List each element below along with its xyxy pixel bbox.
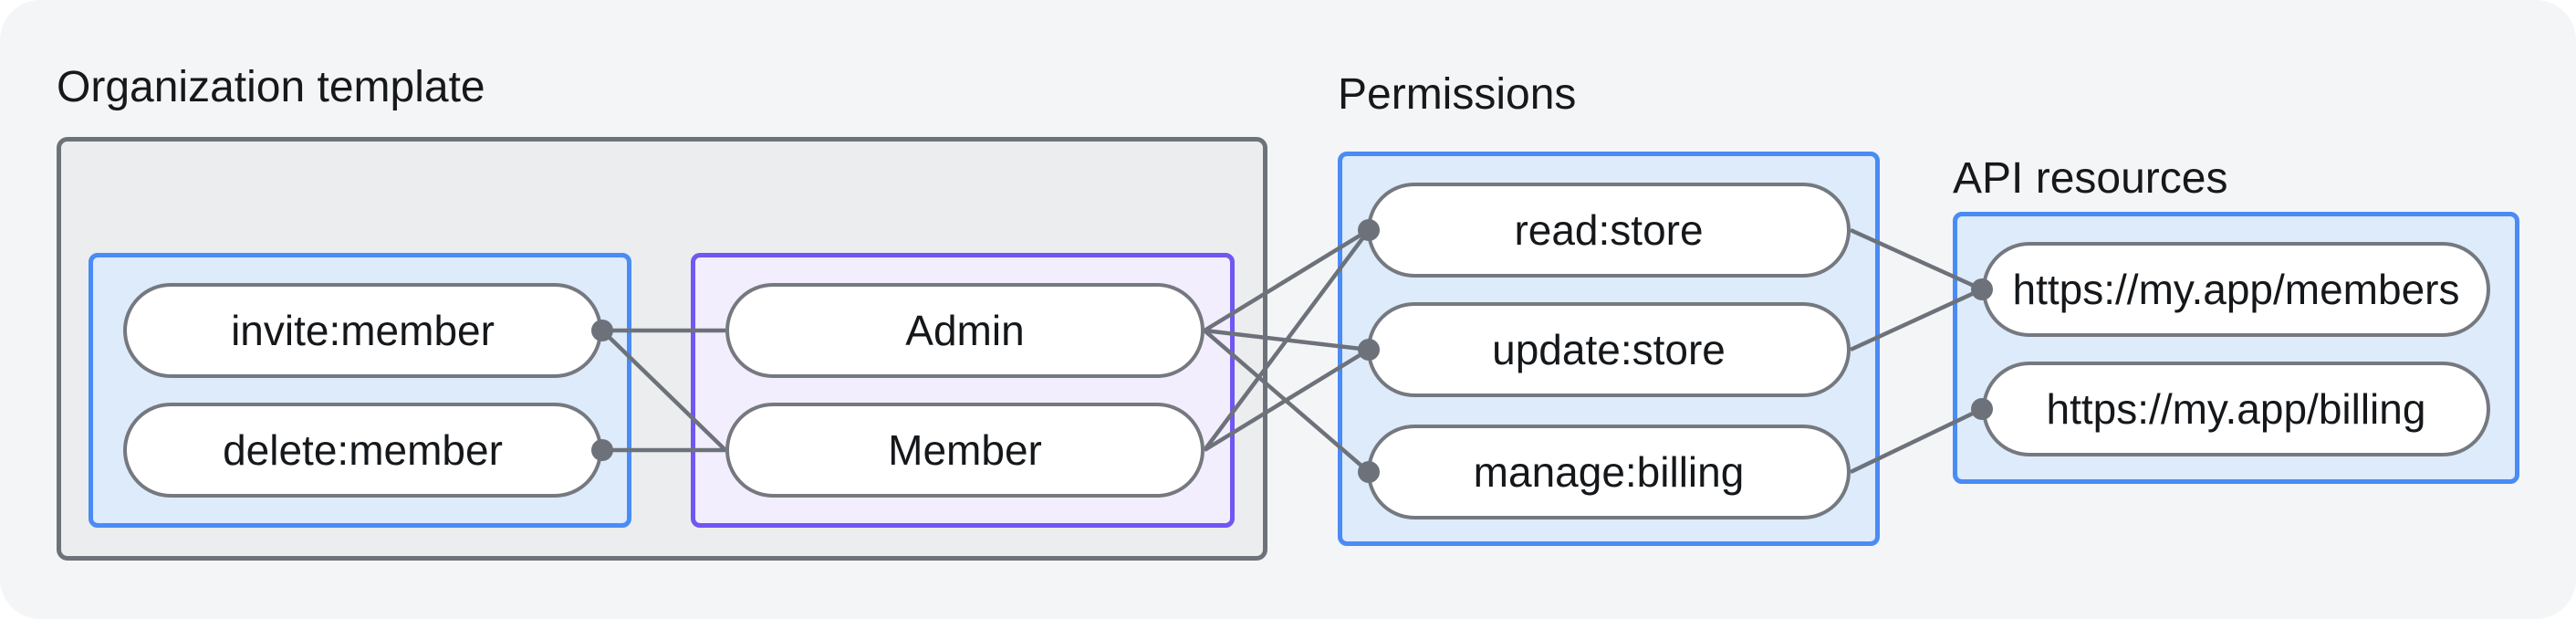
pill-admin-role: Admin bbox=[725, 283, 1205, 378]
pill-read-store: read:store bbox=[1367, 183, 1851, 278]
pill-invite-member: invite:member bbox=[123, 283, 602, 378]
organization-template-title: Organization template bbox=[57, 63, 485, 111]
api-resources-label: API resources bbox=[1953, 154, 2228, 203]
pill-member-role: Member bbox=[725, 403, 1205, 498]
pill-api-billing-url: https://my.app/billing bbox=[1982, 362, 2490, 456]
pill-manage-billing: manage:billing bbox=[1367, 425, 1851, 519]
pill-update-store: update:store bbox=[1367, 302, 1851, 397]
permissions-label: Permissions bbox=[1338, 70, 1577, 119]
pill-api-members-url: https://my.app/members bbox=[1982, 242, 2490, 337]
pill-delete-member: delete:member bbox=[123, 403, 602, 498]
